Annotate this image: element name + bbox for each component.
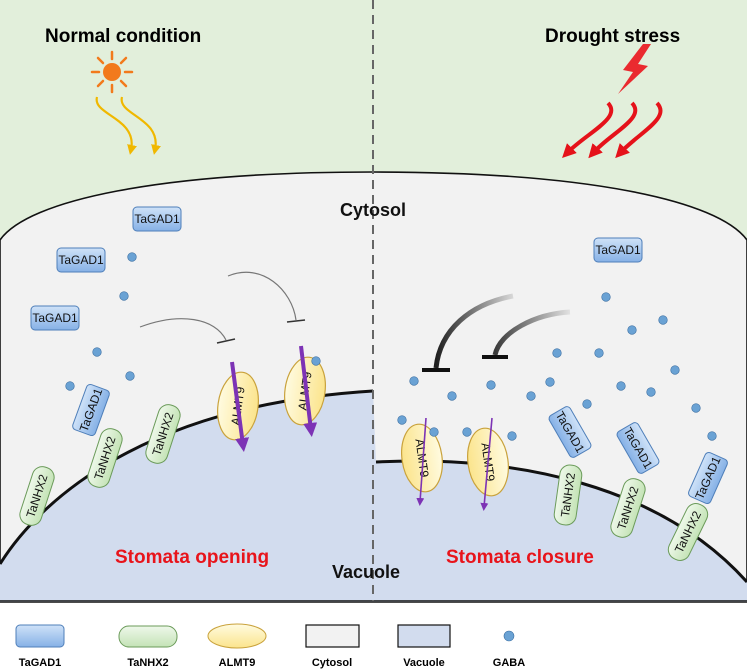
sun-icon [90, 50, 134, 94]
legend-swatch-tanhx2 [118, 625, 178, 648]
inhibition-weak [139, 271, 306, 344]
transport-arrow [416, 417, 427, 506]
legend-item-cytosol: Cytosol [305, 624, 360, 669]
drought-arrows [562, 101, 663, 159]
label-stomata-closure: Stomata closure [446, 547, 594, 568]
legend-item-gaba: GABA [493, 630, 525, 669]
legend-label: Cytosol [312, 657, 352, 669]
heading-drought-stress: Drought stress [545, 26, 680, 47]
legend-item-tanhx2: TaNHX2 [118, 625, 178, 669]
tagad1-protein: TaGAD1 [593, 237, 643, 263]
svg-text:TaGAD1: TaGAD1 [595, 243, 641, 257]
legend-swatch-cytosol [305, 624, 360, 648]
legend-item-almt9: ALMT9 [207, 623, 267, 669]
almt9-channel: ALMT9 [396, 420, 448, 496]
tanhx2-protein: TaNHX2 [552, 463, 584, 527]
legend-swatch-tagad1 [15, 624, 65, 648]
svg-text:TaNHX2: TaNHX2 [558, 472, 578, 519]
legend-label: Vacuole [403, 657, 445, 669]
lightning-icon [618, 44, 651, 94]
light-arrows [95, 96, 161, 155]
label-vacuole: Vacuole [332, 562, 400, 582]
legend-swatch-gaba [503, 630, 515, 642]
svg-text:TaGAD1: TaGAD1 [58, 253, 104, 267]
legend: TaGAD1 TaNHX2 ALMT9 Cytosol Vacuole GABA [15, 623, 525, 669]
tagad1-protein: TaGAD1 [56, 247, 106, 273]
svg-text:TaGAD1: TaGAD1 [134, 212, 180, 226]
label-stomata-opening: Stomata opening [115, 547, 269, 568]
legend-item-tagad1: TaGAD1 [15, 624, 65, 669]
legend-item-vacuole: Vacuole [397, 624, 451, 669]
transport-arrow [299, 345, 318, 437]
inhibition-strong [422, 293, 571, 372]
legend-label: TaNHX2 [127, 657, 168, 669]
legend-label: ALMT9 [219, 657, 256, 669]
svg-text:ALMT9: ALMT9 [412, 438, 431, 479]
svg-text:TaGAD1: TaGAD1 [32, 311, 78, 325]
tagad1-protein: TaGAD1 [132, 206, 182, 232]
legend-swatch-almt9 [207, 623, 267, 649]
label-cytosol: Cytosol [340, 200, 406, 220]
transport-arrow [480, 417, 493, 511]
transport-arrow [230, 361, 250, 452]
tagad1-protein: TaGAD1 [30, 305, 80, 331]
legend-label: GABA [493, 657, 525, 669]
heading-normal-condition: Normal condition [45, 26, 201, 47]
legend-label: TaGAD1 [19, 657, 62, 669]
legend-swatch-vacuole [397, 624, 451, 648]
